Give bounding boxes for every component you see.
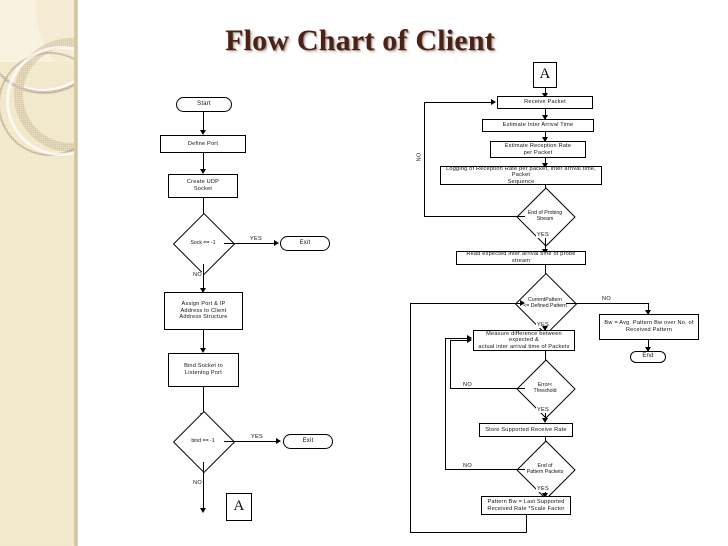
arrow-down-storerate <box>542 418 548 423</box>
edge-label-error-no: NO <box>462 382 473 388</box>
node-store-supported-rate: Store Supported Receive Rate <box>479 423 573 437</box>
arrow-down-measure <box>542 326 548 331</box>
arrow-down-iat <box>542 115 548 120</box>
edge-probing-no-vertical <box>424 102 425 217</box>
edge-start-to-defineport <box>203 112 204 132</box>
arrow-down-receive <box>542 93 548 98</box>
node-bind-socket: Bind Socket to Listening Port <box>168 353 239 387</box>
decision-current-pattern: CurrentPattern <= Defined Pattern <box>514 272 578 336</box>
node-measure-difference: Measure difference between expected & ac… <box>473 330 575 351</box>
edge-bind-to-bindcheck <box>203 387 204 415</box>
decision-label: CurrentPattern <= Defined Pattern <box>523 296 567 309</box>
node-bw-average: Bw = Avg. Pattern Bw over No. of Receive… <box>599 314 699 340</box>
decision-label: End of Probing Stream <box>527 209 563 222</box>
arrow-right-exit2 <box>276 438 281 444</box>
decision-end-of-pattern-packets: End of Pattern Packets <box>516 440 576 500</box>
arrow-right-patterncheck-loop <box>520 300 525 306</box>
edge-endpattern-no-vertical <box>445 338 446 470</box>
edge-label-error-yes: YES <box>536 407 551 413</box>
node-read-expected-iat: Read expected inter arrival time of prob… <box>456 251 586 265</box>
edge-label-endpattern-yes: YES <box>536 486 551 492</box>
arrow-down-connector-a <box>200 508 206 513</box>
edge-endpattern-no-to-measure <box>445 338 468 339</box>
edge-label-sock-yes: YES <box>249 236 264 242</box>
decision-label: Error< Threshold <box>533 381 557 394</box>
arrow-down-defineport <box>200 130 206 135</box>
edge-outerloop-bottom <box>410 532 527 533</box>
node-estimate-reception-rate: Estimate Reception Rate per Packet <box>490 141 586 158</box>
node-assign-port-ip: Assign Port & IP Address to Client Addre… <box>164 292 243 330</box>
edge-outerloop-left <box>410 303 411 533</box>
edge-sock-yes <box>224 243 274 244</box>
arrow-right-exit1 <box>274 240 279 246</box>
edge-error-yes <box>545 408 546 421</box>
band-texture <box>0 0 78 546</box>
node-receive-packet: Receive Packet <box>497 96 593 109</box>
decision-bind-equals-minus-one: bind == -1 <box>172 410 236 474</box>
edge-probing-no-horizontal <box>424 216 525 217</box>
edge-bind-yes <box>224 441 276 442</box>
connector-a-in: A <box>533 62 557 88</box>
edge-receive-to-iat <box>545 109 546 120</box>
edge-outerloop-top <box>410 303 521 304</box>
edge-error-no-to-measure <box>450 340 468 341</box>
edge-endpattern-no-horizontal <box>445 469 525 470</box>
edge-connector-to-receive <box>545 88 546 96</box>
node-logging-reception-rate: Logging of Reception Rate per packet, in… <box>440 166 602 185</box>
decision-label: End of Pattern Packets <box>526 462 564 475</box>
arrow-down-rate <box>542 137 548 142</box>
decision-label: bind == -1 <box>191 437 215 444</box>
decision-error-threshold: Error< Threshold <box>516 359 576 419</box>
decision-label: Sock == -1 <box>190 239 216 246</box>
decision-sock-equals-minus-one: Sock == -1 <box>172 212 236 276</box>
edge-label-probing-no: NO <box>416 151 423 163</box>
edge-label-probing-yes: YES <box>536 232 551 238</box>
arrow-down-assign <box>200 288 206 293</box>
band-edge <box>74 0 78 546</box>
arrow-down-socket <box>200 169 206 174</box>
node-start: Start <box>176 97 232 112</box>
edge-error-no-vertical <box>450 340 451 389</box>
edge-rate-to-logging <box>545 158 546 167</box>
arrow-down-patternbw <box>542 493 548 498</box>
edge-assign-to-bind <box>203 330 204 350</box>
edge-pattern-no-vertical <box>648 303 649 314</box>
arrow-right-measure-loop-2 <box>467 335 472 341</box>
edge-bind-no <box>203 462 204 510</box>
edge-defineport-to-socket <box>203 153 204 171</box>
edge-label-bind-yes: YES <box>250 434 265 440</box>
edge-probing-yes <box>545 236 546 253</box>
node-estimate-inter-arrival-time: Estimate Inter Arrival Time <box>482 119 594 132</box>
edge-label-pattern-no: NO <box>601 296 612 302</box>
node-pattern-bw: Pattern Bw = Last Supported Received Rat… <box>481 496 571 515</box>
node-exit-1: Exit <box>280 236 330 251</box>
page-title: Flow Chart of Client <box>225 24 495 57</box>
edge-label-bind-no: NO <box>192 480 203 486</box>
edge-error-no-horizontal <box>450 388 525 389</box>
edge-pattern-no-horizontal <box>566 303 649 304</box>
node-define-port: Define Port <box>160 135 246 153</box>
decision-end-of-probing-stream: End of Probing Stream <box>516 187 576 247</box>
node-create-udp-socket: Create UDP Socket <box>168 174 238 198</box>
connector-a-out: A <box>226 493 252 521</box>
arrow-down-bindsocket <box>200 348 206 353</box>
edge-bwavg-to-end <box>648 340 649 352</box>
edge-label-sock-no: NO <box>192 272 203 278</box>
arrow-right-receive-loop <box>491 99 496 105</box>
decorative-side-band <box>0 0 78 546</box>
edge-sock-no <box>203 264 204 290</box>
arrow-down-end <box>645 347 651 352</box>
edge-probing-no-to-receive <box>424 102 492 103</box>
arrow-down-bwavg <box>645 310 651 315</box>
node-exit-2: Exit <box>283 434 333 449</box>
edge-outerloop-down <box>526 515 527 532</box>
edge-label-pattern-yes: YES <box>536 322 551 328</box>
edge-socket-to-sockcheck <box>203 198 204 220</box>
node-end: End <box>630 351 666 363</box>
arrow-down-logging <box>542 163 548 168</box>
edge-label-endpattern-no: NO <box>462 463 473 469</box>
